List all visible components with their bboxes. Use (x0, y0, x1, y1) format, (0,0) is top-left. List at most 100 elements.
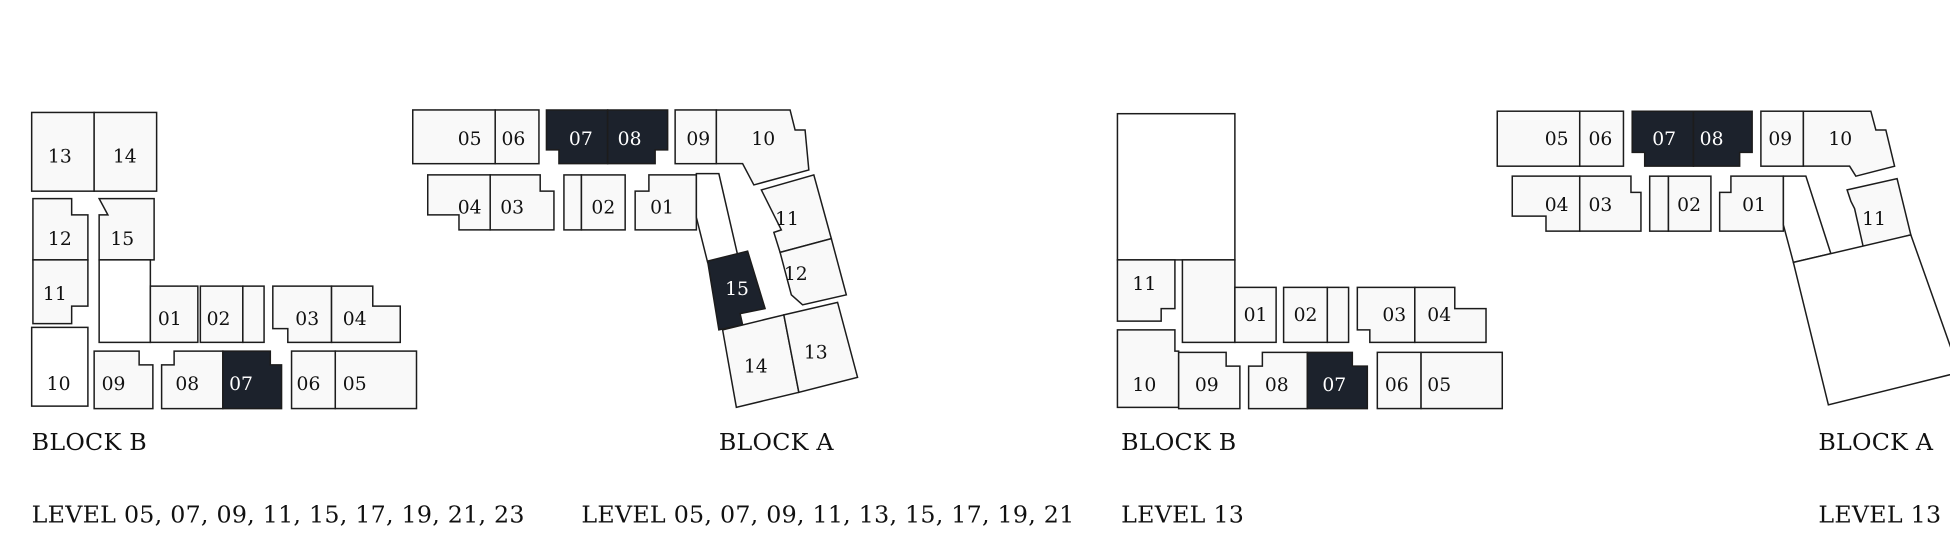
unit-label: 08 (1700, 129, 1724, 150)
unit-06[interactable] (494, 109, 540, 165)
unit-label: 11 (775, 209, 799, 230)
unit-label: 02 (591, 198, 615, 219)
unit-09[interactable] (1760, 110, 1805, 167)
unit-label: 03 (1588, 195, 1612, 216)
unit-label: 15 (110, 229, 134, 250)
unit-label: 09 (102, 374, 126, 395)
unit-label: 07 (229, 374, 253, 395)
unit-13[interactable] (30, 111, 95, 192)
unit-label: 01 (650, 198, 674, 219)
core-area (98, 259, 152, 344)
unit-label: 10 (1828, 129, 1852, 150)
unit-05[interactable] (334, 350, 418, 410)
unit-label: 15 (725, 279, 749, 300)
level-list: LEVEL 05, 07, 09, 11, 13, 15, 17, 19, 21 (581, 500, 1074, 528)
unit-12[interactable] (779, 237, 848, 306)
unit-10[interactable] (1802, 110, 1896, 178)
unit-label: 14 (744, 356, 768, 377)
block-title: BLOCK B (32, 428, 147, 456)
unit-label: 09 (1768, 129, 1792, 150)
unit-05[interactable] (1496, 110, 1581, 167)
unit-09[interactable] (93, 350, 154, 410)
unit-label: 01 (158, 309, 182, 330)
unit-04[interactable] (1414, 286, 1487, 344)
unit-label: 09 (686, 129, 710, 150)
unit-15[interactable] (706, 250, 767, 331)
unit-label: 08 (1265, 375, 1289, 396)
unit-08[interactable] (1692, 110, 1753, 167)
unit-04[interactable] (330, 285, 402, 344)
unit-06[interactable] (1578, 110, 1625, 167)
unit-label: 01 (1742, 195, 1766, 216)
unit-label: 11 (1132, 274, 1156, 295)
unit-label: 13 (48, 146, 72, 167)
block-title: BLOCK A (719, 428, 835, 456)
service-shaft (563, 174, 583, 231)
unit-05[interactable] (1420, 351, 1504, 410)
unit-09[interactable] (674, 109, 718, 165)
unit-label: 13 (804, 343, 828, 364)
amenity-area (1792, 234, 1950, 406)
service-shaft (242, 285, 265, 344)
unit-label: 11 (43, 284, 67, 305)
level-list: LEVEL 13 (1818, 500, 1941, 528)
plan-block-a-level-13: 05 06 07 08 09 10 04 03 02 01 11 BLOCK A… (1496, 110, 1950, 528)
unit-label: 09 (1195, 375, 1219, 396)
unit-label: 02 (1677, 195, 1701, 216)
unit-label: 08 (618, 129, 642, 150)
unit-11[interactable] (32, 259, 89, 325)
unit-label: 05 (343, 374, 367, 395)
unit-label: 03 (295, 309, 319, 330)
unit-label: 07 (1322, 375, 1346, 396)
unit-10[interactable] (715, 109, 810, 186)
corridor (695, 172, 739, 264)
block-title: BLOCK A (1818, 428, 1934, 456)
unit-01[interactable] (149, 285, 199, 344)
unit-label: 14 (113, 146, 137, 167)
plan-block-b-typical: 13 14 12 15 11 01 02 03 04 10 09 08 07 0… (30, 111, 524, 528)
block-title: BLOCK B (1121, 428, 1236, 456)
unit-label: 04 (458, 198, 482, 219)
unit-label: 06 (297, 374, 321, 395)
unit-03[interactable] (489, 174, 555, 231)
unit-label: 04 (1545, 195, 1569, 216)
unit-07[interactable] (1306, 351, 1369, 410)
plan-block-a-typical: 05 06 07 08 09 10 04 03 02 01 11 15 12 1… (412, 109, 1074, 528)
unit-label: 02 (1294, 305, 1318, 326)
unit-08[interactable] (606, 109, 669, 165)
unit-label: 01 (1244, 305, 1268, 326)
unit-10[interactable] (1116, 329, 1180, 409)
unit-13[interactable] (782, 301, 859, 394)
unit-label: 10 (47, 374, 71, 395)
level-list: LEVEL 13 (1121, 500, 1244, 528)
unit-label: 07 (1652, 129, 1676, 150)
unit-07[interactable] (222, 350, 283, 410)
unit-11[interactable] (1116, 259, 1176, 322)
service-shaft (1648, 175, 1670, 232)
unit-label: 02 (207, 309, 231, 330)
unit-05[interactable] (412, 109, 496, 165)
core-area (1181, 259, 1236, 344)
unit-label: 07 (569, 129, 593, 150)
unit-01[interactable] (1234, 286, 1277, 344)
unit-label: 03 (1382, 305, 1406, 326)
unit-label: 03 (500, 198, 524, 219)
plan-block-b-level-13: 11 01 02 03 04 10 09 08 07 06 05 BLOCK B… (1116, 112, 1504, 528)
unit-03[interactable] (1578, 175, 1642, 232)
unit-label: 12 (784, 264, 808, 285)
unit-06[interactable] (1376, 351, 1422, 410)
unit-label: 10 (751, 129, 775, 150)
unit-09[interactable] (1177, 351, 1241, 410)
unit-label: 11 (1862, 209, 1886, 230)
unit-label: 10 (1132, 375, 1156, 396)
unit-02[interactable] (1667, 175, 1712, 232)
unit-label: 12 (48, 229, 72, 250)
unit-02[interactable] (580, 174, 626, 231)
unit-14[interactable] (93, 111, 158, 192)
unit-label: 05 (1545, 129, 1569, 150)
unit-label: 06 (1385, 375, 1409, 396)
unit-label: 06 (501, 129, 525, 150)
unit-02[interactable] (199, 285, 244, 344)
unit-10-shape[interactable] (30, 326, 89, 407)
